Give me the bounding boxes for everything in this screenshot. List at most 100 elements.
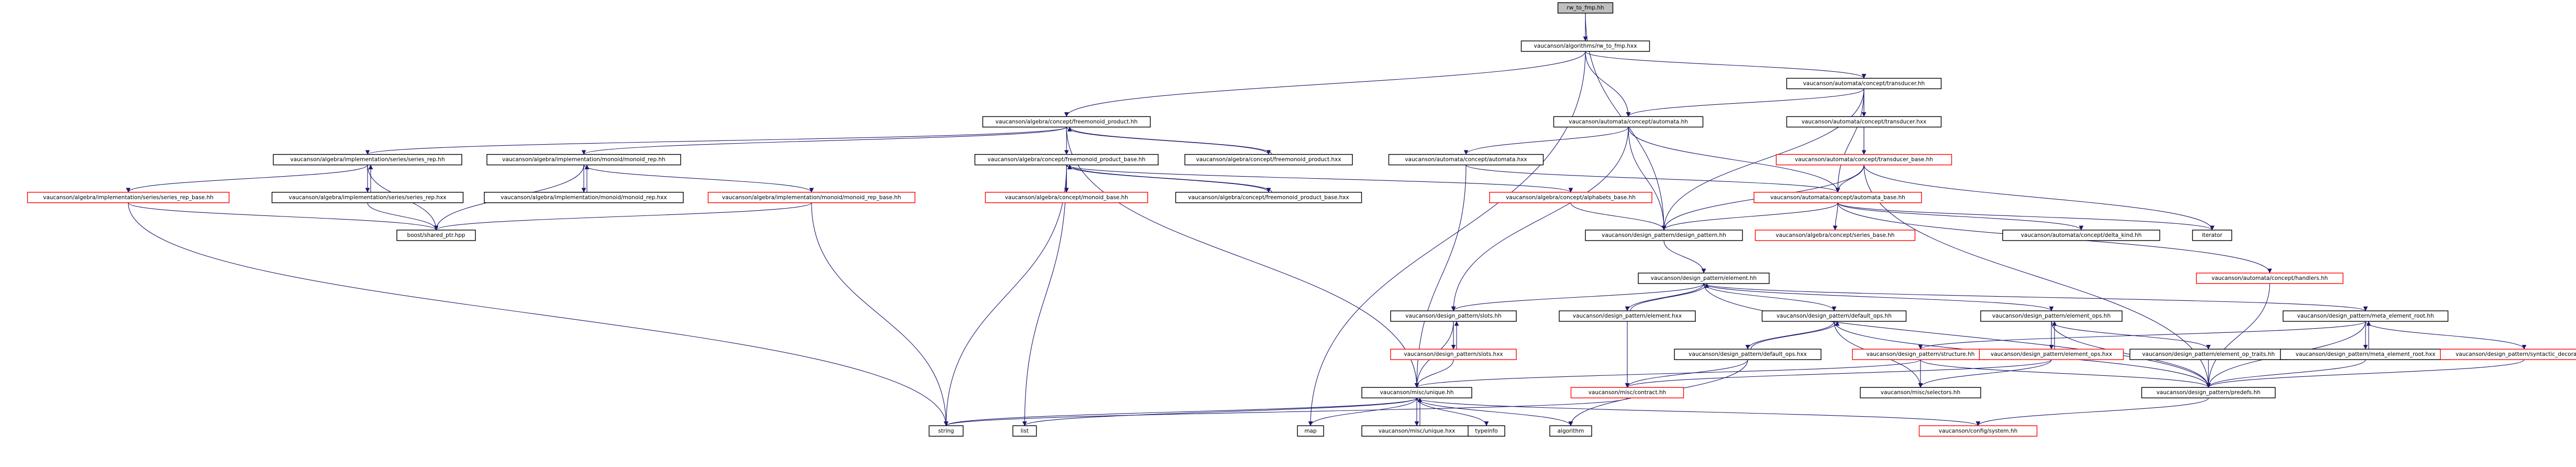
node-system_hh[interactable]: vaucanson/config/system.hh — [1918, 425, 2038, 437]
node-label: boost/shared_ptr.hpp — [407, 232, 465, 238]
node-algorithm[interactable]: algorithm — [1549, 425, 1592, 437]
node-series_rep_base_hh[interactable]: vaucanson/algebra/implementation/series/… — [27, 192, 230, 203]
node-delta_kind_hh[interactable]: vaucanson/automata/concept/delta_kind.hh — [2002, 230, 2160, 241]
node-label: vaucanson/design_pattern/default_ops.hh — [1776, 313, 1892, 319]
edge-element_hh-to-element_ops_hh — [1703, 283, 2054, 311]
node-series_rep_hh[interactable]: vaucanson/algebra/implementation/series/… — [273, 154, 462, 166]
node-layer: rw_to_fmp.hh vaucanson/algorithms/rw_to_f… — [27, 2, 2576, 437]
edge-default_ops_hxx-to-default_ops_hh — [1750, 321, 1840, 350]
node-slots_hh[interactable]: vaucanson/design_pattern/slots.hh — [1390, 310, 1517, 322]
edge-unique_hh-to-system_hh — [1416, 397, 1981, 426]
node-monoid_base_hh[interactable]: vaucanson/algebra/concept/monoid_base.hh — [985, 192, 1148, 203]
node-meta_element_root_hh[interactable]: vaucanson/design_pattern/meta_element_ro… — [2282, 310, 2449, 322]
node-label: vaucanson/algorithms/rw_to_fmp.hxx — [1534, 43, 1637, 49]
node-box — [982, 116, 1151, 128]
node-box — [1860, 387, 1981, 398]
node-box — [1012, 425, 1037, 437]
node-default_ops_hxx[interactable]: vaucanson/design_pattern/default_ops.hxx — [1674, 349, 1822, 360]
node-box — [1468, 425, 1505, 437]
node-series_rep_hxx[interactable]: vaucanson/algebra/implementation/series/… — [271, 192, 464, 203]
node-selectors_hh[interactable]: vaucanson/misc/selectors.hh — [1860, 387, 1981, 398]
node-label: vaucanson/design_pattern/element_op_trai… — [2142, 351, 2274, 357]
node-label: vaucanson/misc/unique.hxx — [1379, 428, 1456, 434]
edge-structure_hh-to-unique_hh — [1414, 359, 1921, 388]
node-box — [1979, 349, 2124, 360]
node-default_ops_hh[interactable]: vaucanson/design_pattern/default_ops.hh — [1761, 310, 1907, 322]
node-series_base_hh[interactable]: vaucanson/algebra/concept/series_base.hh — [1755, 230, 1916, 241]
node-label: vaucanson/misc/selectors.hh — [1881, 389, 1960, 396]
node-structure_hh[interactable]: vaucanson/design_pattern/structure.hh — [1852, 349, 1989, 360]
node-automata_hh[interactable]: vaucanson/automata/concept/automata.hh — [1553, 116, 1704, 128]
edge-freemonoid_product_base_hh-to-string — [943, 165, 1067, 426]
node-box — [1585, 230, 1743, 241]
node-box — [1638, 273, 1770, 284]
node-monoid_rep_base_hh[interactable]: vaucanson/algebra/implementation/monoid/… — [707, 192, 916, 203]
node-iterator[interactable]: iterator — [2192, 230, 2233, 241]
node-map[interactable]: map — [1297, 425, 1324, 437]
node-box — [1184, 154, 1353, 166]
node-box — [2282, 310, 2449, 322]
node-transducer_base_hh[interactable]: vaucanson/automata/concept/transducer_ba… — [1775, 154, 1952, 166]
node-predefs_hh[interactable]: vaucanson/design_pattern/predefs.hh — [2141, 387, 2276, 398]
node-label: vaucanson/automata/concept/transducer_ba… — [1795, 157, 1933, 163]
node-element_op_traits_hh[interactable]: vaucanson/design_pattern/element_op_trai… — [2129, 349, 2288, 360]
node-transducer_hh[interactable]: vaucanson/automata/concept/transducer.hh — [1786, 78, 1942, 90]
node-monoid_rep_hxx[interactable]: vaucanson/algebra/implementation/monoid/… — [484, 192, 684, 203]
node-box — [484, 192, 684, 203]
node-label: vaucanson/design_pattern/element.hxx — [1573, 313, 1682, 319]
edge-freemonoid_product_hh-to-unique_hh — [1066, 127, 1419, 388]
node-label: vaucanson/algebra/implementation/monoid/… — [501, 194, 667, 201]
node-label: vaucanson/algebra/concept/alphabets_base… — [1506, 194, 1636, 201]
edge-element_hh-to-predefs_hh — [1703, 283, 2211, 388]
node-automata_base_hh[interactable]: vaucanson/automata/concept/automata_base… — [1753, 192, 1922, 203]
node-typeinfo[interactable]: typeinfo — [1468, 425, 1505, 437]
edge-meta_element_root_hh-to-structure_hh — [1918, 321, 2366, 350]
node-freemonoid_product_base_hxx[interactable]: vaucanson/algebra/concept/freemonoid_pro… — [1175, 192, 1362, 203]
node-unique_hxx[interactable]: vaucanson/misc/unique.hxx — [1361, 425, 1472, 437]
node-label: vaucanson/design_pattern/slots.hxx — [1404, 351, 1503, 357]
node-unique_hh[interactable]: vaucanson/misc/unique.hh — [1361, 387, 1472, 398]
node-design_pattern_hh[interactable]: vaucanson/design_pattern/design_pattern.… — [1585, 230, 1743, 241]
node-label: typeinfo — [1475, 428, 1497, 434]
node-rw_to_fmp_hxx[interactable]: vaucanson/algorithms/rw_to_fmp.hxx — [1520, 40, 1650, 52]
node-label: vaucanson/algebra/concept/freemonoid_pro… — [1188, 194, 1349, 201]
node-transducer_hxx[interactable]: vaucanson/automata/concept/transducer.hx… — [1786, 116, 1942, 128]
node-element_ops_hxx[interactable]: vaucanson/design_pattern/element_ops.hxx — [1979, 349, 2124, 360]
edge-automata_hh-to-automata_hxx — [1463, 127, 1629, 155]
node-element_ops_hh[interactable]: vaucanson/design_pattern/element_ops.hh — [1980, 310, 2123, 322]
node-shared_ptr_hpp[interactable]: boost/shared_ptr.hpp — [396, 230, 476, 241]
node-box — [2002, 230, 2160, 241]
node-monoid_rep_hh[interactable]: vaucanson/algebra/implementation/monoid/… — [486, 154, 681, 166]
node-box — [1390, 349, 1517, 360]
edge-element_hh-to-element_hxx — [1625, 283, 1704, 311]
node-label: vaucanson/design_pattern/element.hh — [1651, 275, 1757, 281]
edge-automata_hxx-to-automata_base_hh — [1465, 165, 1840, 193]
node-alphabets_base_hh[interactable]: vaucanson/algebra/concept/alphabets_base… — [1489, 192, 1652, 203]
node-string[interactable]: string — [928, 425, 964, 437]
edge-default_ops_hh-to-default_ops_hxx — [1745, 321, 1835, 350]
node-automata_hxx[interactable]: vaucanson/automata/concept/automata.hxx — [1388, 154, 1544, 166]
node-freemonoid_product_hxx[interactable]: vaucanson/algebra/concept/freemonoid_pro… — [1184, 154, 1353, 166]
node-element_hxx[interactable]: vaucanson/design_pattern/element.hxx — [1559, 310, 1696, 322]
node-contract_hh[interactable]: vaucanson/misc/contract.hh — [1570, 387, 1684, 398]
edge-rw_to_fmp_hxx-to-transducer_hh — [1585, 51, 1867, 79]
node-freemonoid_product_hh[interactable]: vaucanson/algebra/concept/freemonoid_pro… — [982, 116, 1151, 128]
edge-default_ops_hxx-to-contract_hh — [1625, 359, 1748, 388]
node-label: vaucanson/algebra/implementation/monoid/… — [502, 157, 665, 163]
edge-element_ops_hxx-to-contract_hh — [1625, 359, 2052, 388]
node-box — [2141, 387, 2276, 398]
node-freemonoid_product_base_hh[interactable]: vaucanson/algebra/concept/freemonoid_pro… — [974, 154, 1159, 166]
node-meta_element_root_hxx[interactable]: vaucanson/design_pattern/meta_element_ro… — [2280, 349, 2451, 360]
node-box — [1559, 310, 1696, 322]
node-label: vaucanson/algebra/implementation/series/… — [288, 194, 446, 201]
node-box — [1980, 310, 2123, 322]
node-element_hh[interactable]: vaucanson/design_pattern/element.hh — [1638, 273, 1770, 284]
node-handlers_hh[interactable]: vaucanson/automata/concept/handlers.hh — [2196, 273, 2344, 284]
node-list[interactable]: list — [1012, 425, 1037, 437]
node-slots_hxx[interactable]: vaucanson/design_pattern/slots.hxx — [1390, 349, 1517, 360]
node-rw_to_fmp_hh[interactable]: rw_to_fmp.hh — [1557, 2, 1614, 14]
edge-unique_hh-to-list — [1022, 397, 1417, 426]
node-syntactic_decorator_hh[interactable]: vaucanson/design_pattern/syntactic_decor… — [2440, 349, 2576, 360]
node-label: vaucanson/design_pattern/predefs.hh — [2157, 389, 2261, 396]
